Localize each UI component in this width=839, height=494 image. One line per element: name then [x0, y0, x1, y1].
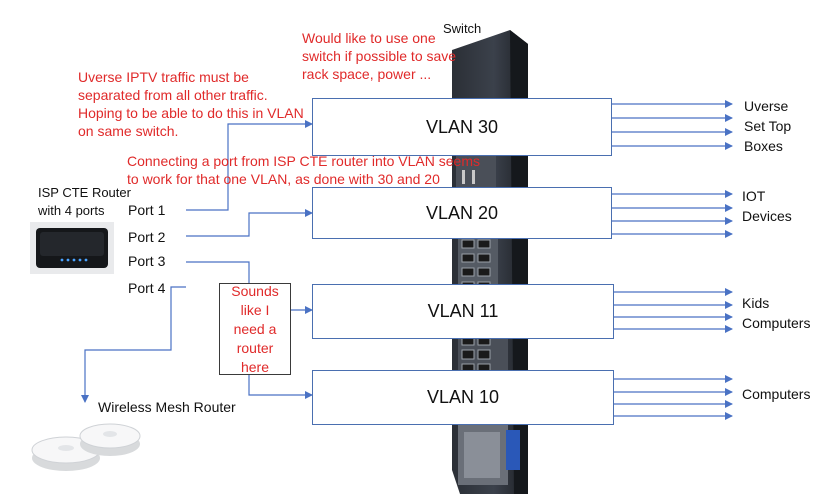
vlan-11-output-label: Kids Computers — [742, 295, 811, 331]
note-one-switch: Would like to use one switch if possible… — [302, 30, 457, 82]
vlan-10-box: VLAN 10 — [312, 370, 614, 425]
isp-router-image — [30, 222, 114, 274]
mesh-router-label: Wireless Mesh Router — [98, 399, 236, 415]
isp-router-label: ISP CTE Router with 4 ports — [38, 185, 131, 218]
router-callout: Sounds like I need a router here — [219, 283, 291, 375]
vlan-30-output-label: Uverse Set Top Boxes — [744, 98, 792, 154]
port-2-label: Port 2 — [128, 229, 166, 245]
port-3-label: Port 3 — [128, 253, 166, 269]
note-iptv: Uverse IPTV traffic must be separated fr… — [78, 69, 304, 139]
mesh-router-image — [31, 423, 141, 471]
vlan-20-box: VLAN 20 — [312, 187, 612, 239]
vlan-10-output-label: Computers — [742, 386, 811, 402]
port-1-label: Port 1 — [128, 202, 166, 218]
note-cte-port: Connecting a port from ISP CTE router in… — [127, 153, 481, 187]
vlan-30-box: VLAN 30 — [312, 98, 612, 156]
vlan-11-box: VLAN 11 — [312, 284, 614, 339]
vlan-20-output-label: IOT Devices — [742, 188, 792, 224]
port-4-label: Port 4 — [128, 280, 166, 296]
switch-label: Switch — [443, 21, 482, 36]
